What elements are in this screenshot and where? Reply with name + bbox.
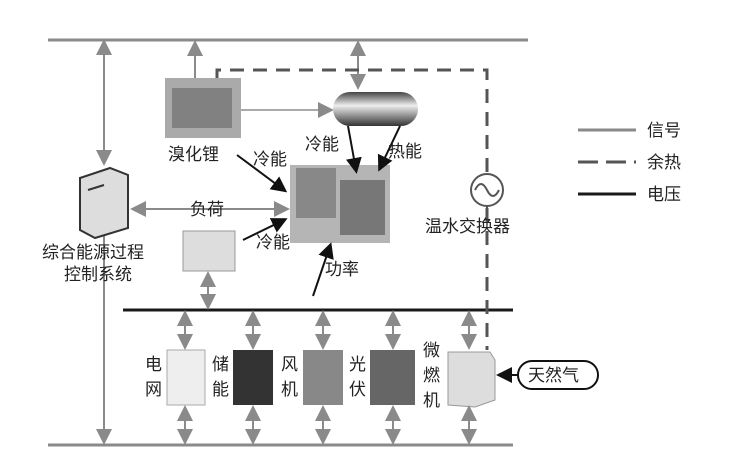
- storage-tank: [333, 92, 418, 126]
- devices: [166, 349, 496, 408]
- pv-label-2: 伏: [349, 380, 366, 400]
- grid-cabinet-image: [166, 349, 206, 406]
- cold-arrow-3: [242, 218, 288, 241]
- waste-heat-line: [215, 68, 489, 350]
- pv-panel-image: [370, 350, 415, 405]
- cold-label-3: 冷能: [256, 233, 290, 253]
- heat-label: 热能: [388, 142, 422, 162]
- grid-label-1: 电: [145, 355, 162, 375]
- turbine-label-2: 燃: [423, 366, 440, 386]
- wind-label-1: 风: [281, 355, 298, 375]
- power-label: 功率: [325, 260, 359, 280]
- turbine-label-1: 微: [423, 341, 440, 361]
- exchanger-label: 温水交换器: [425, 217, 510, 237]
- controller-computer-icon: [79, 166, 129, 240]
- air-chiller-image: [182, 230, 236, 272]
- pv-label-1: 光: [349, 355, 366, 375]
- cold-arrow-1: [236, 154, 288, 193]
- controller-label-2: 控制系统: [64, 265, 132, 285]
- legend-voltage-label: 电压: [647, 185, 681, 205]
- cold-label-2: 冷能: [305, 135, 339, 155]
- cold-label-1: 冷能: [253, 150, 287, 170]
- load-label: 负荷: [190, 200, 224, 220]
- gas-label: 天然气: [528, 366, 579, 386]
- micro-turbine-image: [447, 351, 496, 408]
- storage-label-2: 能: [212, 380, 229, 400]
- turbine-label-3: 机: [423, 391, 440, 411]
- wind-label-2: 机: [281, 380, 298, 400]
- legend-signal-label: 信号: [647, 121, 681, 141]
- heat-arrow: [377, 125, 401, 172]
- wind-turbine-image: [303, 350, 343, 405]
- cold-arrow-2: [345, 125, 362, 174]
- controller-label-1: 综合能源过程: [42, 243, 144, 263]
- storage-battery-image: [233, 350, 273, 405]
- storage-label-1: 储: [212, 355, 229, 375]
- power-arrow: [312, 242, 334, 297]
- legend-waste-heat-label: 余热: [647, 153, 681, 173]
- libr-label: 溴化锂: [168, 145, 219, 165]
- grid-label-2: 网: [145, 380, 162, 400]
